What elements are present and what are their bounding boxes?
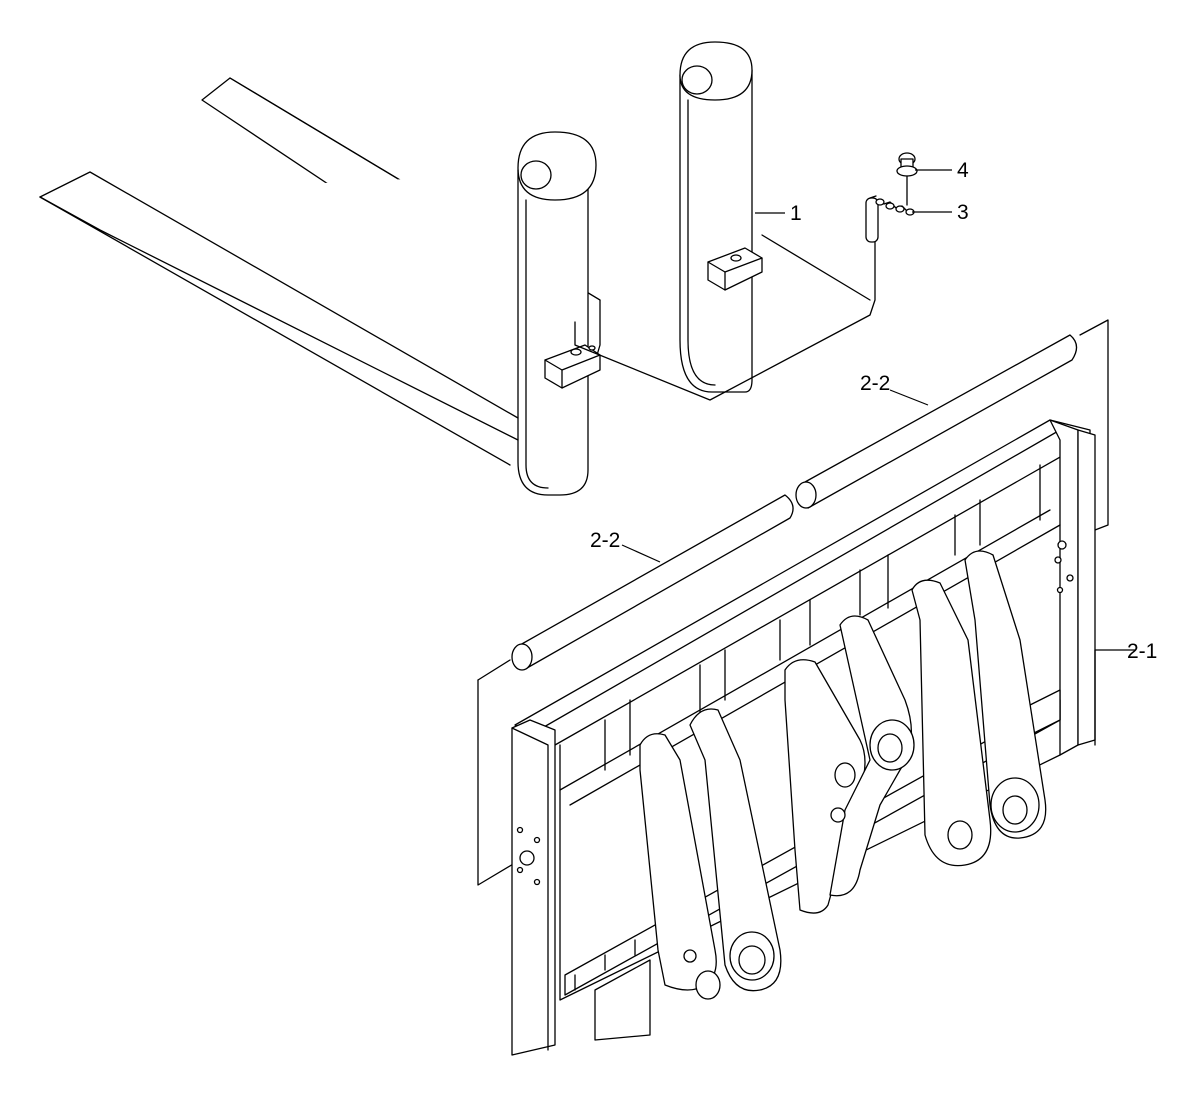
- callout-3: 3: [957, 201, 969, 224]
- hanger-hooks: [639, 550, 1047, 1000]
- screw-icon: [896, 152, 918, 206]
- shaft-lower: [511, 494, 794, 671]
- fork-assembly: [39, 41, 876, 496]
- lock-pin-icon: [865, 197, 879, 243]
- hook-2: [784, 615, 915, 914]
- callout-4: 4: [957, 159, 969, 182]
- lock-pin-assembly: [865, 152, 918, 243]
- hook-1: [639, 708, 782, 1000]
- callout-2-2-lower: 2-2: [590, 529, 620, 552]
- callout-2-2-upper: 2-2: [860, 372, 890, 395]
- hook-3: [911, 550, 1047, 867]
- callout-2-1: 2-1: [1127, 640, 1157, 663]
- callout-1: 1: [790, 202, 802, 225]
- shafts: [511, 334, 1078, 671]
- callouts: 1 4 3 2-2 2-2 2-1: [590, 159, 1157, 663]
- shaft-upper: [795, 334, 1078, 509]
- fork-left: [39, 131, 601, 496]
